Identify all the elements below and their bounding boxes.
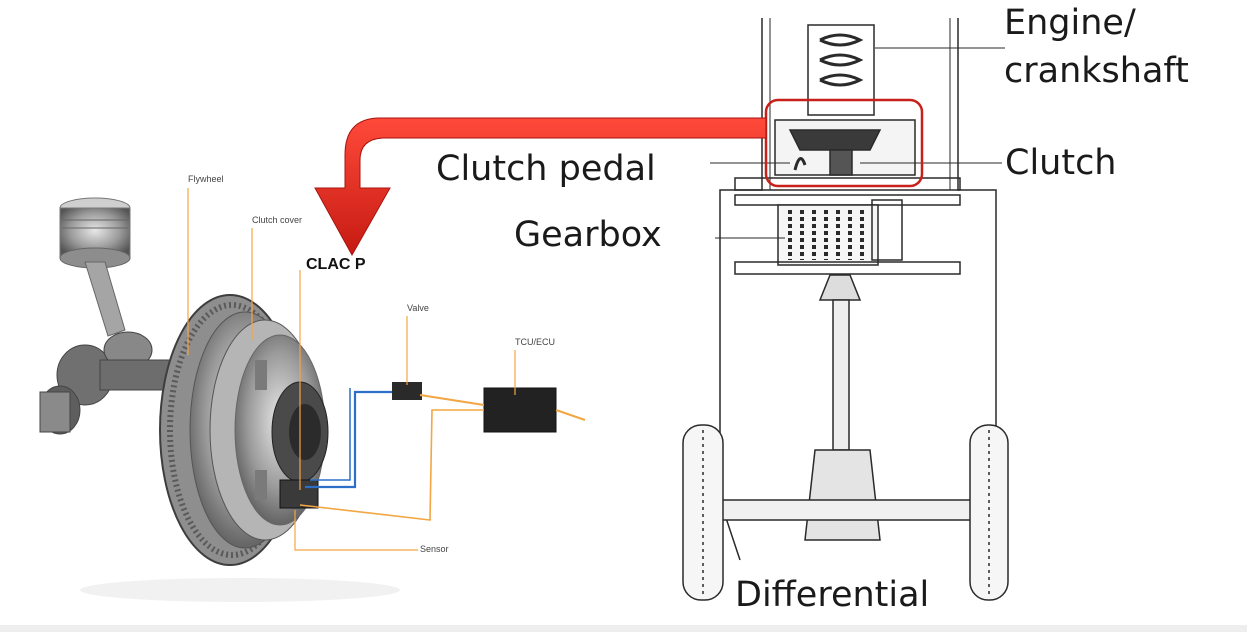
clutch-pedal-label: Clutch pedal <box>436 149 656 189</box>
engine-label-line1: Engine/ <box>1004 3 1136 43</box>
clutch-cover <box>209 319 329 541</box>
orange-wire-sensor <box>299 409 484 521</box>
clutch-cover-label: Clutch cover <box>252 215 303 225</box>
clutch-highlight-box <box>764 98 924 188</box>
valve-label: Valve <box>407 303 429 313</box>
differential-label: Differential <box>735 575 930 615</box>
clac-p-label: CLAC P <box>306 256 366 273</box>
engine-label-line2: crankshaft <box>1004 51 1189 91</box>
sensor-leader <box>294 510 418 551</box>
clutch-illustration <box>39 188 586 602</box>
drivetrain-drawing <box>682 18 1009 601</box>
red-arrow <box>314 117 767 257</box>
crankshaft <box>39 331 171 435</box>
piston <box>59 197 131 337</box>
flywheel-label: Flywheel <box>188 174 224 184</box>
tcu-ecu-label: TCU/ECU <box>515 337 555 347</box>
gearbox-label: Gearbox <box>514 215 662 255</box>
orange-wire-main <box>419 394 586 421</box>
bottom-strip <box>0 626 1247 632</box>
blue-wire <box>305 390 392 489</box>
blue-wire-2 <box>310 388 351 481</box>
tcu-block <box>483 387 557 433</box>
valve-block <box>392 382 422 400</box>
sensor-label: Sensor <box>420 544 449 554</box>
clutch-label: Clutch <box>1005 143 1117 183</box>
